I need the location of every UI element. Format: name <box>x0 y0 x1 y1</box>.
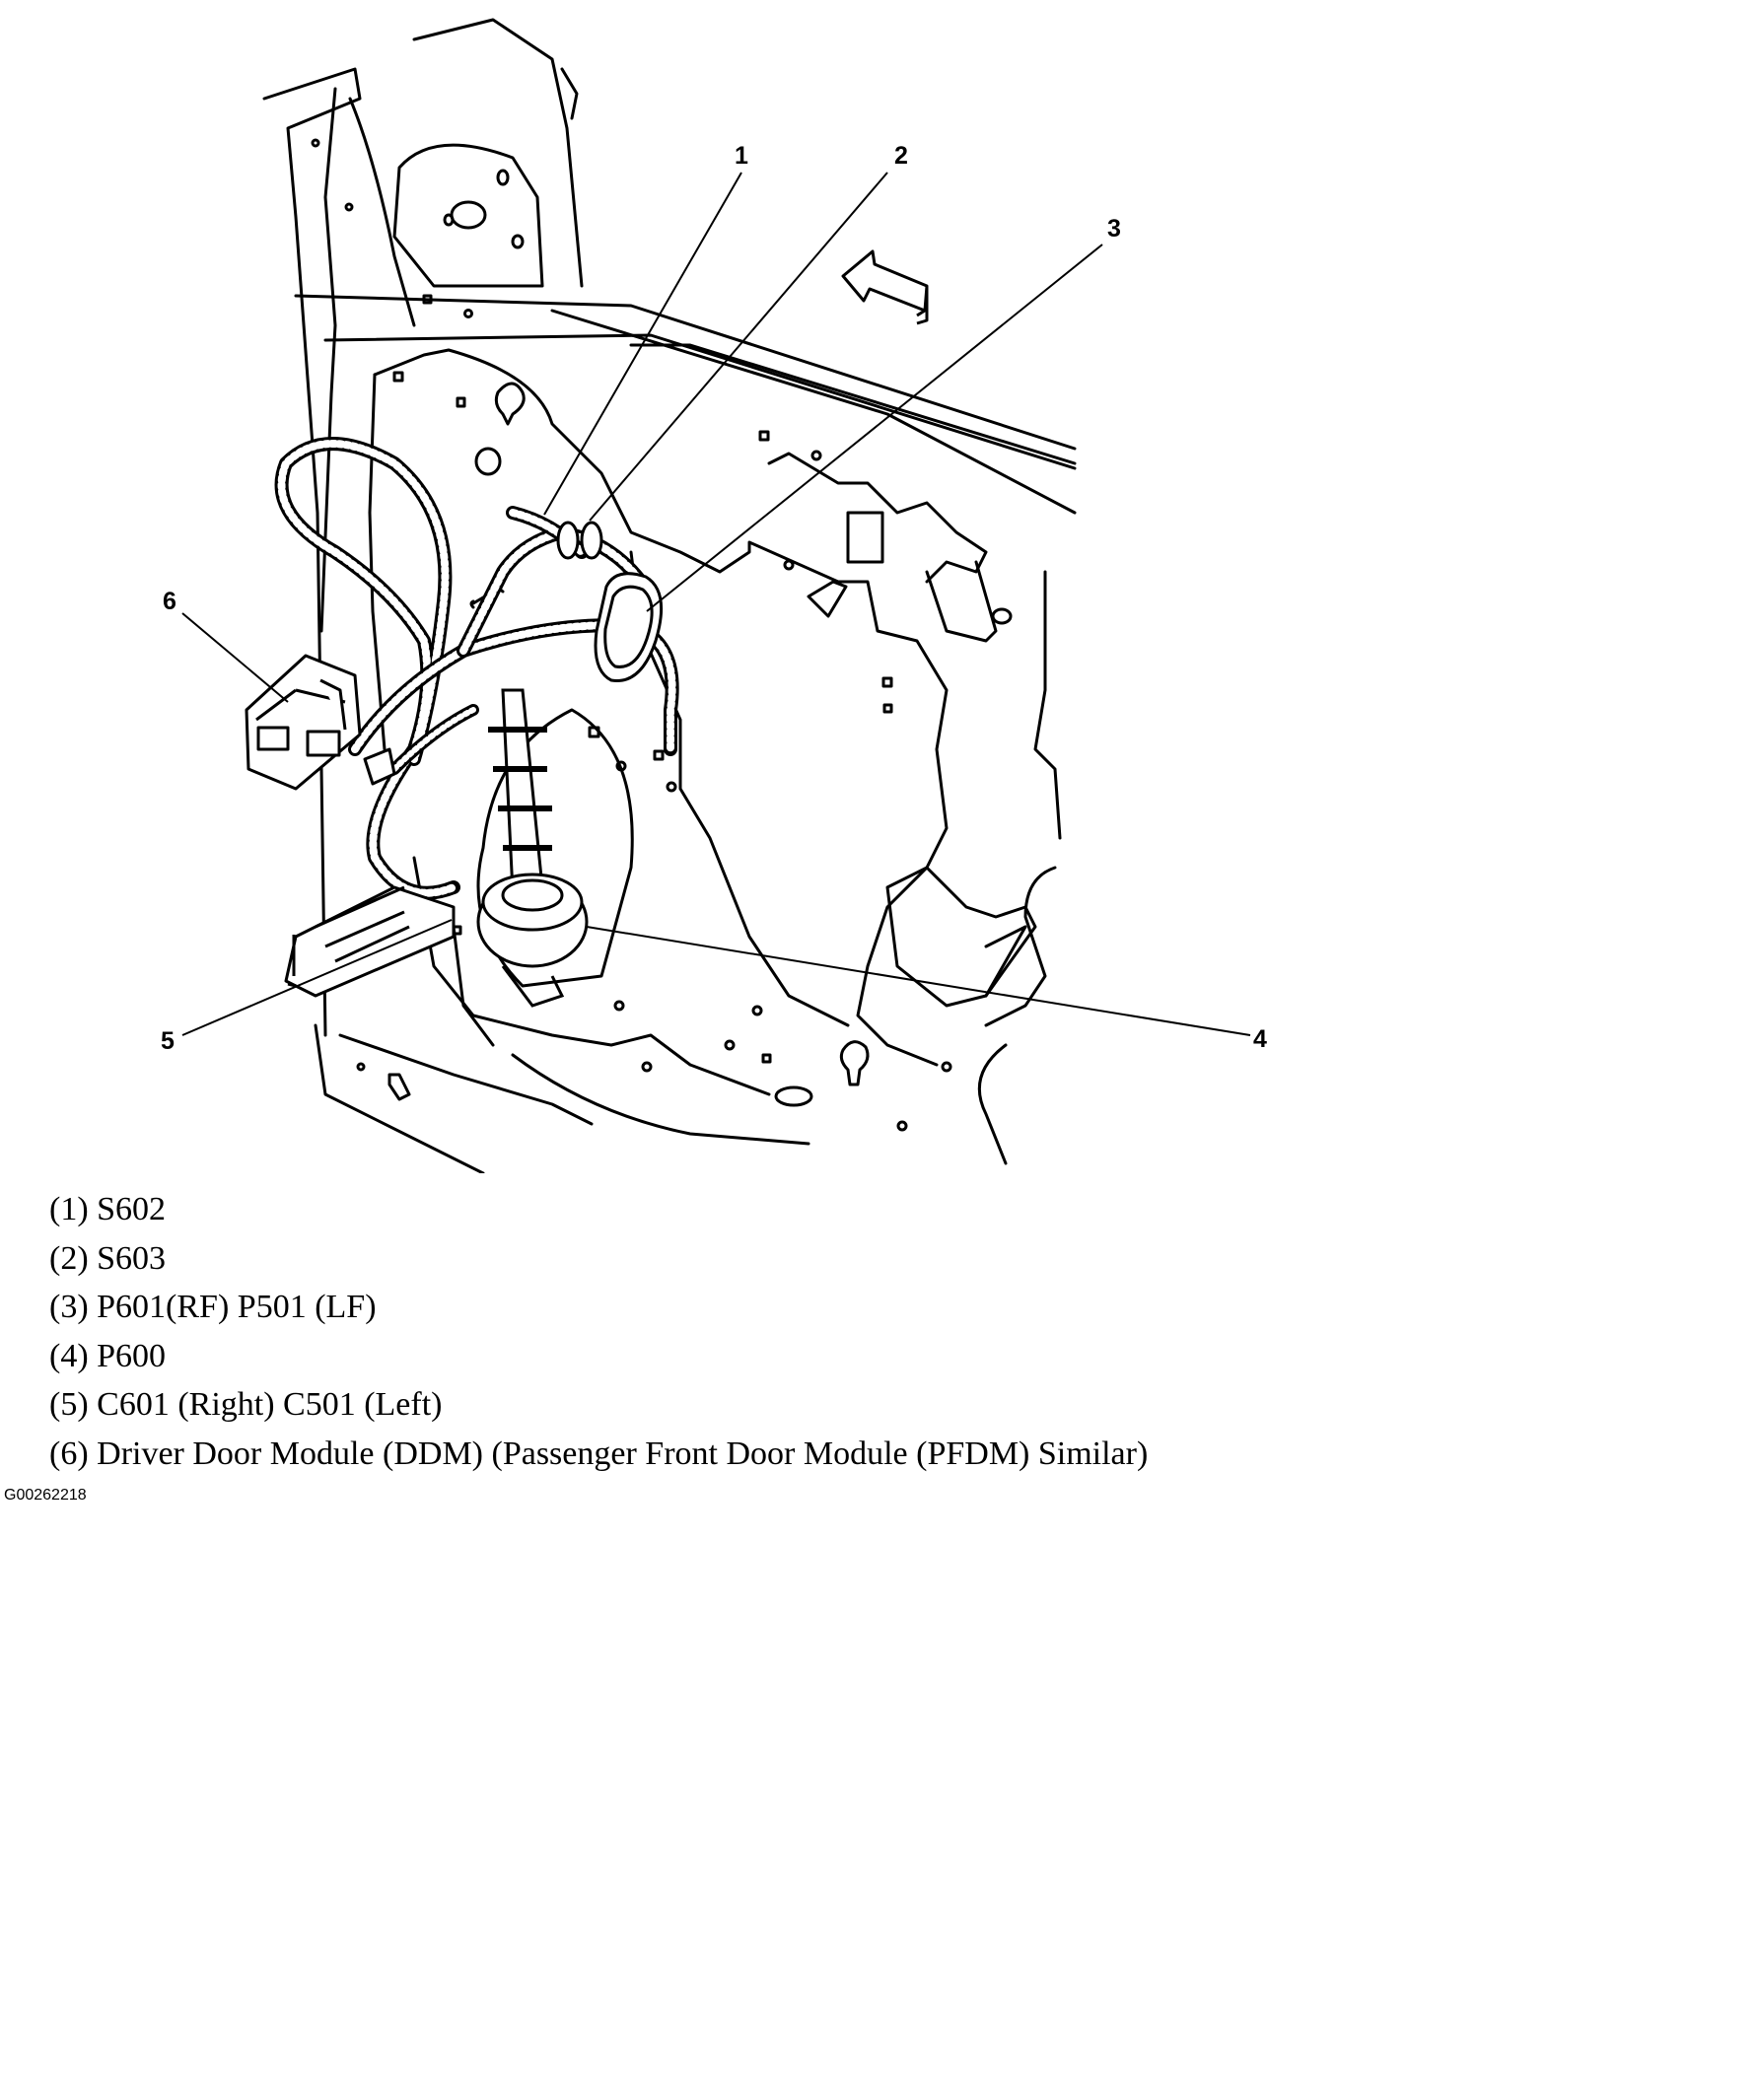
belt-rail-middle <box>323 333 1077 470</box>
fastener-hole <box>896 1120 908 1132</box>
fastener-hole <box>724 1039 736 1051</box>
fastener-hole <box>758 430 770 442</box>
window-opening <box>392 143 544 288</box>
panel-hole <box>511 234 525 249</box>
callout-2: 2 <box>894 142 908 170</box>
fastener-hole <box>588 726 600 738</box>
keyhole-slot <box>494 382 526 426</box>
panel-hole <box>991 607 1013 625</box>
panel-recess-lower <box>412 856 771 1096</box>
belt-rail-bottom <box>629 343 1077 465</box>
grommet-p600 <box>476 688 589 1008</box>
panel-lower-right-curve <box>977 1043 1008 1165</box>
panel-edge-right <box>1033 570 1062 840</box>
connector-c601 <box>284 885 456 998</box>
legend-item-5: (5) C601 (Right) C501 (Left) <box>49 1386 443 1424</box>
pillar-face <box>348 97 416 327</box>
fastener-hole <box>344 202 354 212</box>
panel-recess <box>629 550 850 1027</box>
fastener-hole <box>311 138 320 148</box>
fastener-hole <box>613 1000 625 1012</box>
fastener-hole <box>615 760 627 772</box>
panel-lower-right <box>984 866 1057 1027</box>
inner-panel-outline <box>373 348 949 1067</box>
callout-5: 5 <box>161 1027 175 1055</box>
upper-bracket-plate <box>846 511 884 564</box>
callout-1: 1 <box>735 142 748 170</box>
fastener-hole <box>751 1005 763 1016</box>
leader-line-3 <box>646 244 1103 612</box>
fastener-hole <box>666 781 677 793</box>
fastener-hole <box>783 559 795 571</box>
splice-s602-s603 <box>556 521 603 560</box>
upper-bracket <box>767 452 988 584</box>
callout-3: 3 <box>1107 215 1121 243</box>
panel-hole <box>443 213 455 227</box>
leader-line-2 <box>589 172 888 522</box>
lower-right-bracket-slot <box>984 925 1027 998</box>
lower-sill <box>314 1023 485 1173</box>
component-legend: (1) S602 (2) S603 (3) P601(RF) P501 (LF)… <box>49 1185 1148 1479</box>
leader-line-5 <box>181 919 453 1036</box>
window-regulator-rail <box>925 560 998 643</box>
fastener-hole <box>456 396 466 408</box>
legend-item-2: (2) S603 <box>49 1239 167 1277</box>
legend-item-1: (1) S602 <box>49 1191 167 1227</box>
lower-latch <box>387 1073 411 1101</box>
legend-item-3: (3) P601(RF) P501 (LF) <box>49 1289 377 1326</box>
upper-frame-left <box>412 18 584 288</box>
lower-sill-edge <box>338 1033 594 1126</box>
fastener-hole <box>653 749 665 761</box>
panel-hole <box>474 447 502 476</box>
lower-panel-edge <box>452 925 495 1047</box>
front-direction-arrow-icon <box>841 249 929 325</box>
fastener-hole <box>761 1053 772 1064</box>
legend-item-4: (4) P600 <box>49 1337 167 1374</box>
grommet-p601 <box>594 572 664 682</box>
upper-bracket-tab <box>807 580 848 618</box>
panel-edge-left <box>368 373 387 751</box>
leader-line-4 <box>586 926 1251 1036</box>
panel-hole <box>450 200 487 230</box>
callout-6: 6 <box>163 588 176 615</box>
fastener-hole <box>881 676 893 688</box>
panel-hole <box>496 169 510 186</box>
door-harness-diagram: 1 2 3 4 5 6 <box>161 18 1267 1173</box>
fastener-hole <box>463 309 473 318</box>
fastener-hole <box>810 450 822 461</box>
driver-door-module <box>245 654 396 791</box>
fastener-hole <box>941 1061 952 1073</box>
fastener-hole <box>422 294 433 305</box>
keyhole-slot <box>839 1040 870 1086</box>
figure-id: G00262218 <box>4 1487 87 1504</box>
callout-4: 4 <box>1253 1025 1267 1053</box>
panel-hole <box>774 1085 813 1107</box>
belt-rail-lower <box>550 309 1077 515</box>
upper-frame-right <box>560 67 579 120</box>
fastener-hole <box>641 1061 653 1073</box>
lower-right-bracket <box>885 866 1037 1008</box>
fastener-hole <box>882 703 893 714</box>
legend-item-6: (6) Driver Door Module (DDM) (Passenger … <box>49 1435 1149 1472</box>
door-bottom-edge <box>511 1053 810 1146</box>
fastener-hole <box>392 371 404 383</box>
hinge-pillar-inner <box>319 87 337 633</box>
leader-line-1 <box>543 172 742 516</box>
belt-rail-top <box>294 294 1077 451</box>
leader-line-6 <box>181 612 289 703</box>
fastener-hole <box>356 1062 366 1072</box>
